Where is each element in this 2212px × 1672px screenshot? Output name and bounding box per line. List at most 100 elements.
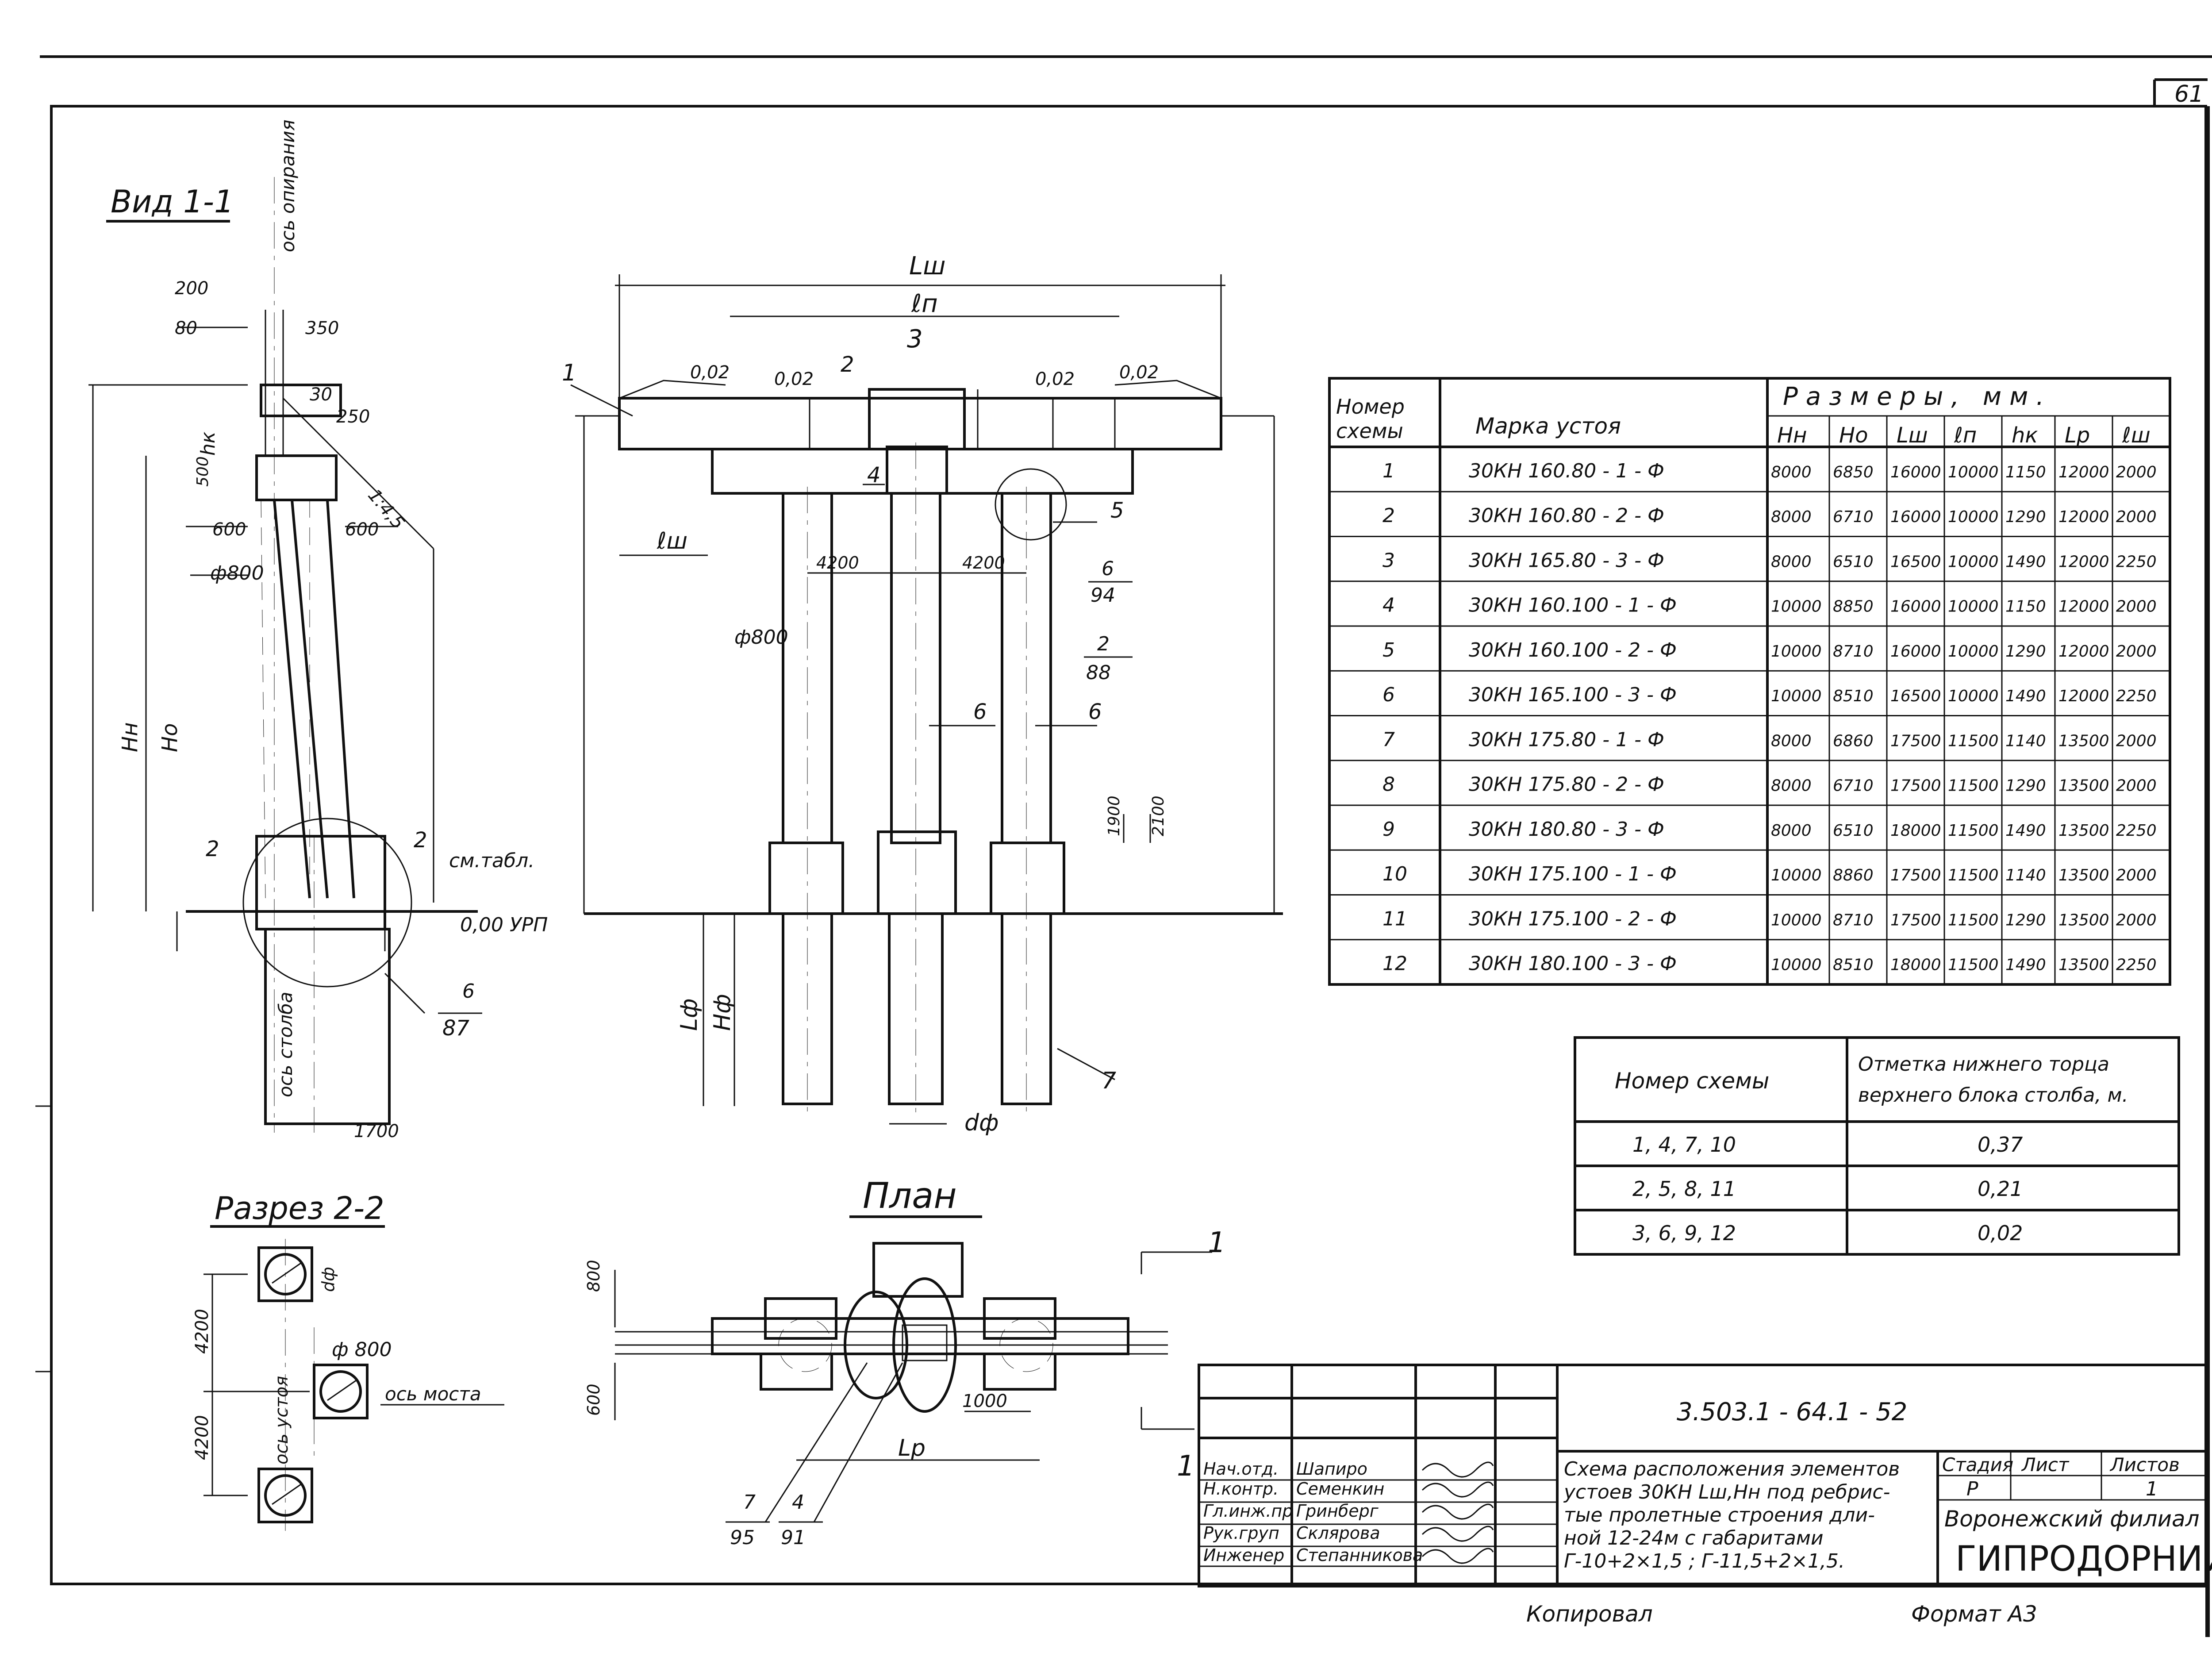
table-cell-mark: 30КН 165.80 - 3 - Ф	[1469, 549, 1664, 572]
table-cell-value: 1290	[2005, 911, 2046, 929]
table-cell-value: 2000	[2116, 598, 2157, 616]
table-cell-value: 10000	[1771, 956, 1822, 974]
dim-30: 30	[310, 384, 332, 405]
table-cell-mark: 30КН 175.100 - 1 - Ф	[1469, 863, 1677, 885]
table-cell-value: 8000	[1771, 732, 1812, 750]
section-mark-left: 2	[206, 837, 219, 861]
table-cell-value: 2250	[2116, 822, 2157, 840]
item-3: 3	[907, 325, 923, 354]
table-cell-value: 12000	[2058, 508, 2109, 526]
table-cell-scheme: 8	[1382, 773, 1395, 796]
section-diameter: ф 800	[332, 1338, 392, 1361]
drawing-code: 3.503.1 - 64.1 - 52	[1677, 1398, 1907, 1426]
elev-cell-scheme: 3, 6, 9, 12	[1632, 1221, 1736, 1245]
callout-94: 94	[1091, 584, 1115, 607]
table-cell-value: 8000	[1771, 553, 1812, 571]
lf-label: Lф	[676, 999, 703, 1031]
table-cell-value: 8510	[1833, 687, 1874, 705]
item-7: 7	[1102, 1068, 1116, 1094]
item-5: 5	[1110, 498, 1124, 523]
side-callout-bottom: 87	[442, 1016, 470, 1041]
table-col-header: Lш	[1897, 423, 1928, 448]
table-col-header: hк	[2012, 423, 2038, 448]
table-cell-value: 11500	[1948, 822, 1999, 840]
signature-name: Гринберг	[1296, 1501, 1379, 1521]
sheets-value: 1	[2146, 1478, 2158, 1500]
side-diameter: ф800	[210, 562, 264, 584]
table-cell-value: 6860	[1833, 732, 1874, 750]
table-cell-scheme: 11	[1382, 907, 1407, 930]
plan-callout-95: 95	[730, 1526, 755, 1549]
signature-name: Склярова	[1296, 1523, 1380, 1543]
l-sh-label: ℓш	[657, 528, 687, 554]
description-line: Схема расположения элементов	[1564, 1458, 1900, 1480]
table-cell-value: 1490	[2005, 956, 2046, 974]
elev-header-scheme: Номер схемы	[1615, 1068, 1769, 1094]
table-cell-mark: 30КН 180.80 - 3 - Ф	[1469, 818, 1664, 841]
dimensions-table	[1328, 377, 2171, 986]
table-cell-mark: 30КН 160.80 - 2 - Ф	[1469, 504, 1664, 527]
table-cell-value: 10000	[1948, 687, 1999, 705]
table-cell-mark: 30КН 160.100 - 1 - Ф	[1469, 594, 1677, 617]
table-cell-value: 1140	[2005, 866, 2046, 884]
table-cell-scheme: 10	[1382, 863, 1407, 885]
table-cell-value: 10000	[1771, 866, 1822, 884]
table-cell-value: 1150	[2005, 463, 2046, 481]
table-cell-value: 11500	[1948, 777, 1999, 795]
table-cell-value: 16000	[1890, 508, 1941, 526]
section-mark-right: 2	[414, 828, 427, 853]
table-cell-value: 13500	[2058, 866, 2109, 884]
callout-88: 88	[1086, 661, 1111, 684]
table-cell-value: 8710	[1833, 642, 1874, 661]
elev-header-value-1: Отметка нижнего торца	[1858, 1053, 2109, 1076]
table-cell-value: 13500	[2058, 956, 2109, 974]
dim-4200-right: 4200	[962, 553, 1005, 573]
table-cell-scheme: 1	[1382, 460, 1395, 482]
dim-2100: 2100	[1149, 796, 1167, 836]
plan-callout-91: 91	[781, 1526, 806, 1549]
table-cell-value: 18000	[1890, 956, 1941, 974]
signature-name: Семенкин	[1296, 1479, 1384, 1499]
signature-mark	[1421, 1481, 1494, 1498]
table-cell-scheme: 5	[1382, 639, 1395, 661]
table-cell-value: 1290	[2005, 642, 2046, 661]
table-cell-value: 13500	[2058, 777, 2109, 795]
copied-label: Копировал	[1526, 1601, 1653, 1627]
table-cell-mark: 30КН 175.80 - 1 - Ф	[1469, 728, 1664, 751]
signature-role: Инженер	[1203, 1545, 1284, 1565]
format-label: Формат А3	[1911, 1601, 2037, 1627]
side-view	[88, 177, 478, 1133]
table-cell-value: 16000	[1890, 598, 1941, 616]
dim-250: 250	[336, 407, 370, 427]
table-cell-value: 8860	[1833, 866, 1874, 884]
table-cell-value: 10000	[1771, 687, 1822, 705]
signature-role: Н.контр.	[1203, 1479, 1279, 1499]
table-cell-mark: 30КН 180.100 - 3 - Ф	[1469, 953, 1677, 975]
elev-header-value-2: верхнего блока столба, м.	[1858, 1084, 2128, 1107]
org-line-2: ГИПРОДОРНИИ	[1955, 1539, 2212, 1579]
table-cell-value: 10000	[1948, 553, 1999, 571]
table-cell-value: 17500	[1890, 732, 1941, 750]
table-cell-value: 11500	[1948, 956, 1999, 974]
elevation-table	[1574, 1036, 2180, 1256]
dim-600-left: 600	[212, 519, 246, 540]
table-cell-value: 10000	[1948, 463, 1999, 481]
table-col-header: ℓш	[2122, 423, 2151, 448]
table-cell-value: 10000	[1948, 642, 1999, 661]
column-axis-label: ось столба	[275, 992, 296, 1097]
table-cell-scheme: 2	[1382, 504, 1395, 527]
item-6-callout: 6	[1102, 557, 1114, 580]
table-cell-value: 12000	[2058, 642, 2109, 661]
table-cell-value: 12000	[2058, 598, 2109, 616]
table-header-mark: Марка устоя	[1475, 413, 1621, 439]
description-line: Г-10+2×1,5 ; Г-11,5+2×1,5.	[1564, 1550, 1845, 1572]
table-cell-value: 10000	[1771, 598, 1822, 616]
table-cell-mark: 30КН 175.80 - 2 - Ф	[1469, 773, 1664, 796]
abutment-axis-label: ось устоя	[272, 1376, 292, 1464]
table-cell-value: 10000	[1948, 598, 1999, 616]
signature-role: Нач.отд.	[1203, 1459, 1279, 1479]
table-cell-value: 10000	[1948, 508, 1999, 526]
